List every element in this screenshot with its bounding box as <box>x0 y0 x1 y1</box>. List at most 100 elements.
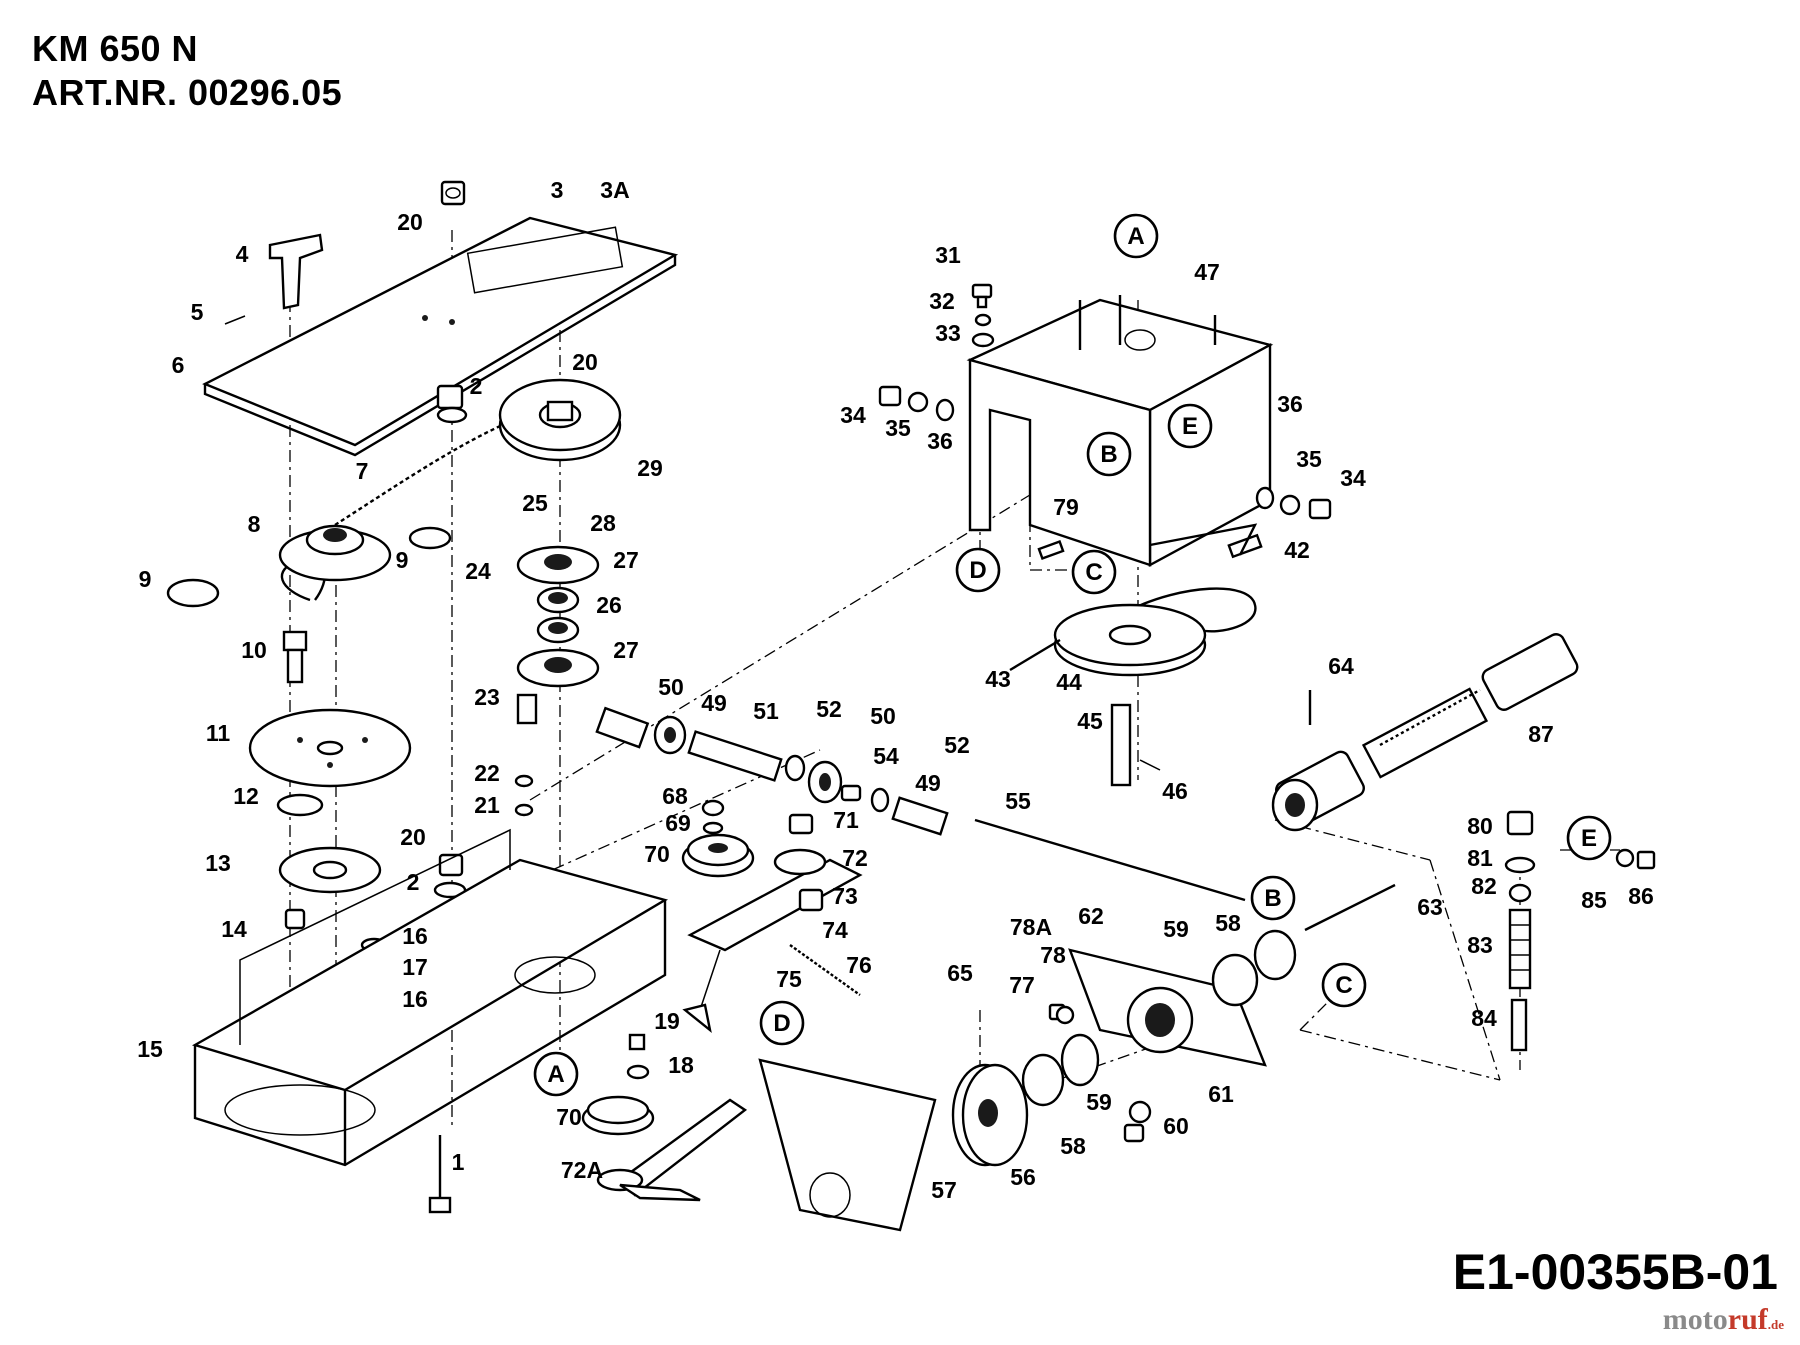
callout-16: 16 <box>402 923 428 949</box>
callout-83: 83 <box>1467 932 1493 958</box>
handle <box>224 233 324 325</box>
ref-letter: C <box>1085 559 1102 586</box>
callout-42: 42 <box>1284 537 1310 563</box>
callout-1: 1 <box>452 1149 465 1175</box>
callout-31: 31 <box>935 242 961 268</box>
callout-14: 14 <box>221 916 247 942</box>
callout-79: 79 <box>1053 494 1079 520</box>
callout-64: 64 <box>1328 653 1354 679</box>
shaft-assembly <box>595 706 1246 902</box>
bolt-1 <box>428 1135 452 1214</box>
callout-27: 27 <box>613 637 639 663</box>
callout-45: 45 <box>1077 708 1103 734</box>
callout-65: 65 <box>947 960 973 986</box>
ref-letter: B <box>1100 441 1117 468</box>
callout-82: 82 <box>1471 873 1497 899</box>
gear-box <box>966 295 1274 568</box>
callout-84: 84 <box>1471 1005 1497 1031</box>
ref-marker-E: E <box>1566 815 1612 861</box>
washer-2-mid <box>436 406 468 424</box>
bolt-10 <box>282 630 308 684</box>
callout-86: 86 <box>1628 883 1654 909</box>
adjuster-assembly <box>1504 810 1656 1052</box>
callout-23: 23 <box>474 684 500 710</box>
callout-5: 5 <box>191 299 204 325</box>
callout-17: 17 <box>402 954 428 980</box>
callout-76: 76 <box>846 952 872 978</box>
callout-87: 87 <box>1528 721 1554 747</box>
callout-2: 2 <box>470 373 483 399</box>
ref-letter: C <box>1335 972 1352 999</box>
callout-73: 73 <box>832 883 858 909</box>
vertical-shaft <box>1110 703 1161 787</box>
watermark-suffix: .de <box>1767 1317 1784 1332</box>
callout-12: 12 <box>233 783 259 809</box>
callout-54: 54 <box>873 743 899 769</box>
callout-2: 2 <box>407 869 420 895</box>
callout-56: 56 <box>1010 1164 1036 1190</box>
callout-85: 85 <box>1581 887 1607 913</box>
callout-50: 50 <box>658 674 684 700</box>
callout-70: 70 <box>644 841 670 867</box>
callout-72: 72 <box>842 845 868 871</box>
cover-plate <box>202 216 679 457</box>
large-pulley <box>498 378 622 462</box>
washer-21 <box>514 803 534 817</box>
callout-11: 11 <box>206 720 231 746</box>
callout-7: 7 <box>356 458 369 484</box>
callout-24: 24 <box>465 558 491 584</box>
nut-20-mid <box>436 384 464 410</box>
callout-52: 52 <box>816 696 842 722</box>
cardan-shaft <box>1271 633 1579 832</box>
clutch-hub <box>278 524 392 582</box>
callout-51: 51 <box>753 698 779 724</box>
callout-80: 80 <box>1467 813 1493 839</box>
drawing-code: E1-00355B-01 <box>1452 1244 1778 1300</box>
ref-letter: E <box>1581 825 1597 852</box>
callout-58: 58 <box>1060 1133 1086 1159</box>
callout-28: 28 <box>590 510 616 536</box>
ring-12 <box>276 793 324 817</box>
callout-18: 18 <box>668 1052 694 1078</box>
callout-19: 19 <box>654 1008 680 1034</box>
flange <box>278 846 382 894</box>
bearing-stack <box>516 545 600 688</box>
snap-ring-right <box>408 526 452 550</box>
callout-72A: 72A <box>561 1157 603 1183</box>
nut-14 <box>284 908 306 930</box>
callout-34: 34 <box>840 402 866 428</box>
ref-marker-B: B <box>1086 431 1132 477</box>
drive-pulley <box>951 1033 1152 1167</box>
callout-36: 36 <box>927 428 953 454</box>
callout-77: 77 <box>1009 972 1035 998</box>
ref-circle <box>955 547 1001 593</box>
callout-29: 29 <box>637 455 663 481</box>
article-number: ART.NR. 00296.05 <box>32 72 343 113</box>
ref-marker-D: D <box>955 547 1001 593</box>
callout-71: 71 <box>833 807 859 833</box>
callout-27: 27 <box>613 547 639 573</box>
callout-70: 70 <box>556 1104 582 1130</box>
washer-22 <box>514 774 534 788</box>
watermark-logo: motoruf.de <box>1663 1303 1784 1337</box>
ref-circle <box>533 1051 579 1097</box>
callout-35: 35 <box>885 415 911 441</box>
nut-top <box>440 180 466 206</box>
ref-circle <box>1086 431 1132 477</box>
callout-8: 8 <box>248 511 261 537</box>
callout-55: 55 <box>1005 788 1031 814</box>
callout-62: 62 <box>1078 903 1104 929</box>
callout-10: 10 <box>241 637 267 663</box>
callout-9: 9 <box>139 566 152 592</box>
callout-13: 13 <box>205 850 231 876</box>
callout-78: 78 <box>1040 942 1066 968</box>
callout-22: 22 <box>474 760 500 786</box>
ref-circle <box>1321 962 1367 1008</box>
ref-marker-C: C <box>1071 549 1117 595</box>
bolt-23 <box>516 693 538 725</box>
nut-20-lower <box>438 853 464 877</box>
watermark-part1: moto <box>1662 1303 1728 1336</box>
